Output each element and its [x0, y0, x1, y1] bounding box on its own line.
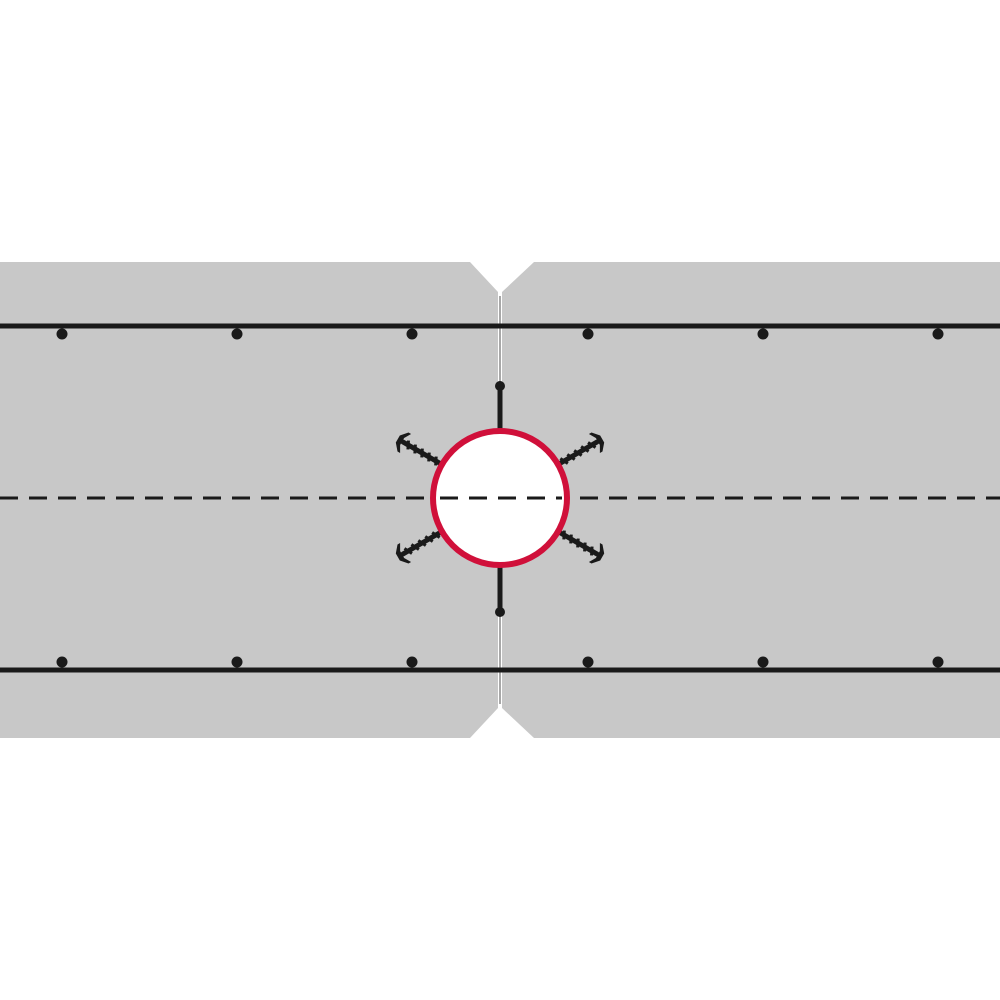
bottom-fixing-dot-4	[582, 656, 594, 668]
bottom-fixing-dot-5	[757, 656, 769, 668]
panels	[0, 262, 1000, 738]
bottom-fixing-dot-2	[231, 656, 243, 668]
bottom-fixing-dot-3	[406, 656, 418, 668]
screw-bottom-right	[551, 526, 605, 564]
top-fixing-dot-1	[56, 328, 68, 340]
screw-bottom-left	[395, 526, 449, 564]
left-panel	[0, 262, 498, 738]
bottom-fixing-dot-6	[932, 656, 944, 668]
top-fixing-dot-2	[231, 328, 243, 340]
top-fixing-dot-4	[582, 328, 594, 340]
pipe-penetration	[430, 428, 570, 568]
bottom-fixing-dot-1	[56, 656, 68, 668]
nail-top	[495, 381, 505, 435]
top-fixing-dot-3	[406, 328, 418, 340]
hole-fasteners	[395, 381, 605, 617]
right-panel	[502, 262, 1000, 738]
top-fixing-dot-6	[932, 328, 944, 340]
top-fixing-dot-5	[757, 328, 769, 340]
screw-top-right	[551, 432, 605, 470]
screw-top-left	[395, 432, 449, 470]
bottom-fixing-row	[56, 656, 944, 668]
nail-bottom	[495, 565, 505, 617]
top-fixing-row	[56, 328, 944, 340]
frame-lines	[0, 323, 1000, 673]
